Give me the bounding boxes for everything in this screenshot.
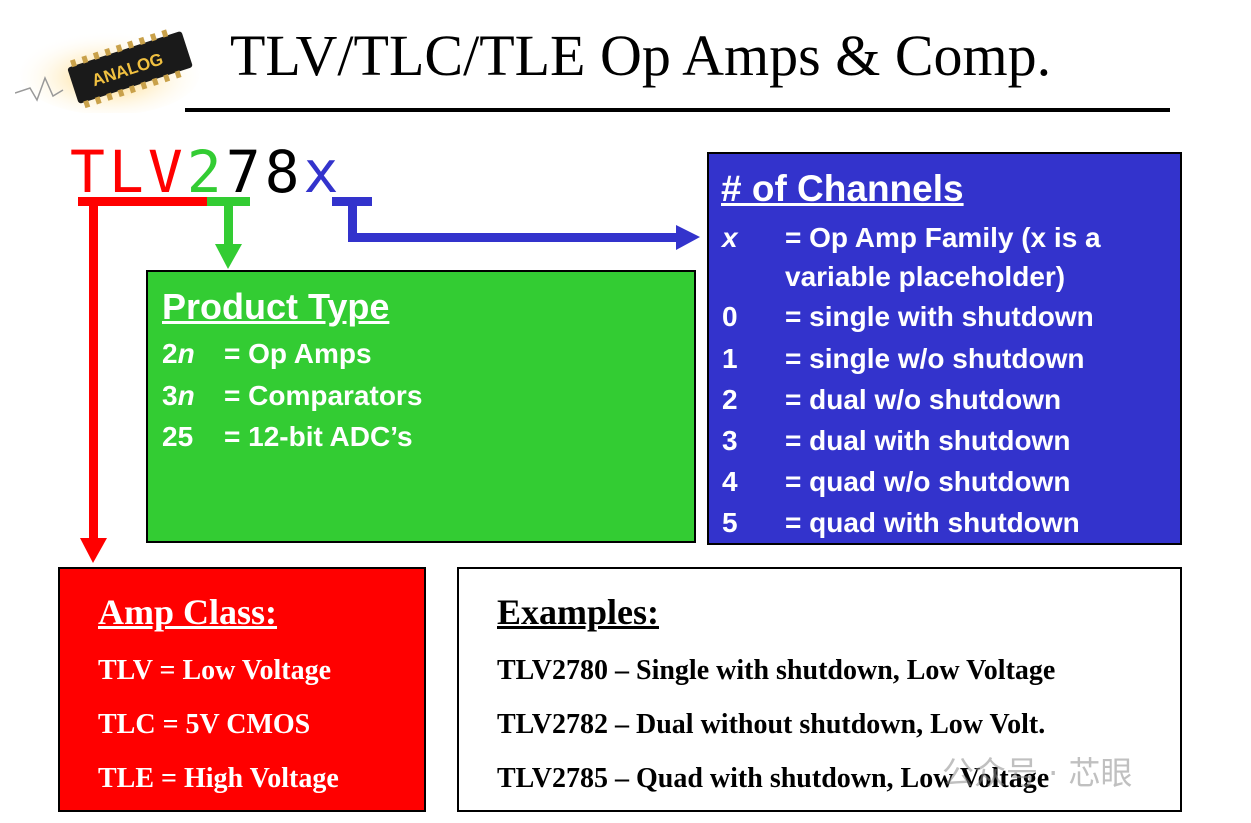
amp-class-row: TLC = 5V CMOS	[98, 709, 311, 740]
product-type-row: 25= 12-bit ADC’s	[162, 421, 413, 452]
amp-class-row: TLV = Low Voltage	[98, 655, 332, 686]
channels-row: x= Op Amp Family (x is a	[722, 222, 1101, 253]
channels-row: 2= dual w/o shutdown	[722, 384, 1062, 415]
part-prefix: TLV	[70, 138, 187, 206]
red-arrow	[78, 197, 208, 563]
amp-class-heading: Amp Class:	[98, 592, 278, 632]
title-underline	[185, 108, 1170, 112]
page-title: TLV/TLC/TLE Op Amps & Comp.	[230, 23, 1052, 88]
channels-box: # of Channels x= Op Amp Family (x is a v…	[707, 152, 1182, 545]
example-row: TLV2785 – Quad with shutdown, Low Voltag…	[497, 763, 1050, 794]
analog-chip-logo-icon: ANALOG	[14, 29, 200, 115]
part-variable: x	[303, 138, 343, 206]
channels-row: 3= dual with shutdown	[722, 425, 1071, 456]
channels-row: 4= quad w/o shutdown	[722, 466, 1071, 497]
analog-chip-logo: ANALOG	[14, 18, 200, 115]
product-type-row: 2n= Op Amps	[162, 338, 372, 369]
product-type-row: 3n= Comparators	[162, 380, 423, 411]
channels-heading: # of Channels	[721, 168, 964, 209]
part-type-digit: 2	[186, 138, 226, 206]
watermark: 公众号 · 芯眼	[942, 754, 1133, 792]
channels-row-continued: variable placeholder)	[785, 261, 1066, 292]
part-fixed-digits: 78	[225, 138, 304, 206]
amp-class-row: TLE = High Voltage	[98, 763, 339, 794]
channels-row: 1= single w/o shutdown	[722, 343, 1085, 374]
green-arrow	[207, 197, 250, 269]
channels-row: 0= single with shutdown	[722, 301, 1094, 332]
channels-row: 5= quad with shutdown	[722, 507, 1080, 538]
examples-box: Examples: TLV2780 – Single with shutdown…	[457, 567, 1182, 812]
product-type-heading: Product Type	[162, 286, 390, 327]
amp-class-box: Amp Class: TLV = Low Voltage TLC = 5V CM…	[58, 567, 426, 812]
part-number: TLV278x	[70, 138, 342, 206]
example-row: TLV2780 – Single with shutdown, Low Volt…	[497, 655, 1056, 686]
blue-arrow	[332, 197, 700, 250]
product-type-box: Product Type 2n= Op Amps 3n= Comparators…	[146, 270, 696, 543]
example-row: TLV2782 – Dual without shutdown, Low Vol…	[497, 709, 1046, 740]
examples-heading: Examples:	[497, 592, 659, 632]
